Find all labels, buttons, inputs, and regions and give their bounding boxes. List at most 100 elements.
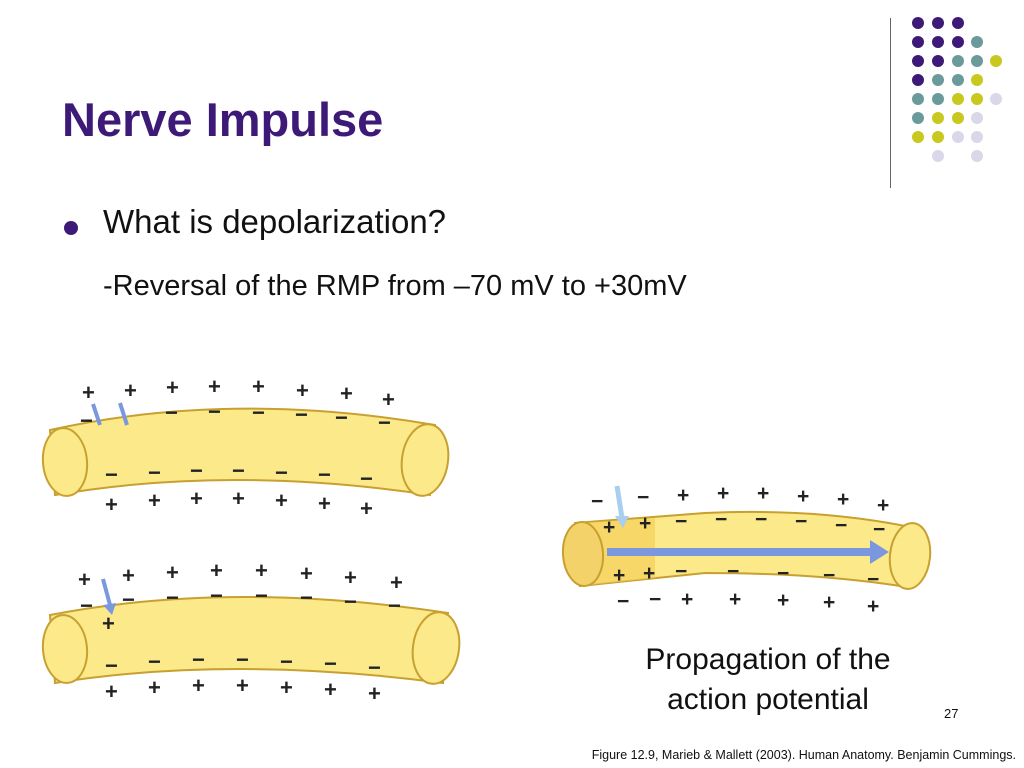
plus-sign: +: [390, 570, 403, 595]
minus-sign: −: [192, 647, 205, 672]
minus-sign: −: [715, 508, 727, 531]
plus-sign: +: [681, 588, 693, 611]
minus-sign: −: [867, 568, 879, 591]
decorative-dot-grid: [912, 17, 1002, 162]
minus-sign: −: [335, 405, 348, 430]
minus-sign: −: [255, 583, 268, 608]
minus-sign: −: [190, 458, 203, 483]
minus-sign: −: [378, 410, 391, 435]
plus-sign: +: [192, 673, 205, 698]
plus-sign: +: [613, 564, 625, 587]
caption-line-2: action potential: [667, 683, 869, 716]
plus-sign: +: [643, 562, 655, 585]
minus-sign: −: [80, 593, 93, 618]
plus-sign: +: [877, 494, 889, 517]
plus-sign: +: [82, 380, 95, 405]
minus-sign: −: [755, 508, 767, 531]
figure-citation: Figure 12.9, Marieb & Mallett (2003). Hu…: [591, 748, 1016, 762]
minus-sign: −: [835, 514, 847, 537]
plus-sign: +: [603, 516, 615, 539]
minus-sign: −: [210, 583, 223, 608]
plus-sign: +: [275, 488, 288, 513]
axon-diagram-resting: + + + + + + + + − − − − − − − − − − − − …: [41, 374, 450, 521]
plus-sign: +: [78, 567, 91, 592]
plus-sign: +: [340, 381, 353, 406]
plus-sign: +: [797, 485, 809, 508]
plus-sign: +: [344, 565, 357, 590]
plus-sign: +: [360, 496, 373, 521]
plus-sign: +: [823, 591, 835, 614]
plus-sign: +: [105, 679, 118, 704]
minus-sign: −: [675, 510, 687, 533]
plus-sign: +: [166, 375, 179, 400]
minus-sign: −: [637, 486, 649, 509]
bullet-icon: [64, 221, 78, 235]
plus-sign: +: [148, 488, 161, 513]
diagram-caption: Propagation of the action potential: [603, 640, 933, 720]
plus-sign: +: [252, 374, 265, 399]
minus-sign: −: [368, 655, 381, 680]
plus-sign: +: [124, 378, 137, 403]
bullet-question: What is depolarization?: [103, 203, 447, 240]
plus-sign: +: [324, 677, 337, 702]
axon-diagram-propagation: − − + + + + + + + + − − − − − − + + − − …: [561, 482, 932, 618]
minus-sign: −: [148, 649, 161, 674]
minus-sign: −: [148, 460, 161, 485]
plus-sign: +: [105, 492, 118, 517]
plus-sign: +: [102, 611, 115, 636]
minus-sign: −: [275, 460, 288, 485]
plus-sign: +: [236, 673, 249, 698]
plus-sign: +: [639, 512, 651, 535]
minus-sign: −: [318, 462, 331, 487]
minus-sign: −: [208, 399, 221, 424]
plus-sign: +: [296, 378, 309, 403]
plus-sign: +: [368, 681, 381, 706]
minus-sign: −: [591, 490, 603, 513]
axon-diagram-depolarizing: + + + + + + + + − − − − − − − − + − − − …: [41, 558, 461, 706]
bullet-answer: -Reversal of the RMP from –70 mV to +30m…: [103, 270, 687, 302]
minus-sign: −: [252, 400, 265, 425]
minus-sign: −: [675, 560, 687, 583]
minus-sign: −: [280, 649, 293, 674]
plus-sign: +: [729, 588, 741, 611]
divider-line: [890, 18, 891, 188]
page-number: 27: [944, 706, 959, 721]
minus-sign: −: [344, 589, 357, 614]
minus-sign: −: [80, 408, 93, 433]
plus-sign: +: [210, 558, 223, 583]
minus-sign: −: [324, 651, 337, 676]
minus-sign: −: [727, 560, 739, 583]
slide-title: Nerve Impulse: [62, 93, 384, 146]
caption-line-1: Propagation of the: [645, 643, 891, 676]
minus-sign: −: [105, 462, 118, 487]
plus-sign: +: [837, 488, 849, 511]
minus-sign: −: [295, 402, 308, 427]
minus-sign: −: [165, 400, 178, 425]
plus-sign: +: [717, 482, 729, 505]
minus-sign: −: [617, 590, 629, 613]
minus-sign: −: [649, 588, 661, 611]
minus-sign: −: [166, 585, 179, 610]
minus-sign: −: [232, 458, 245, 483]
plus-sign: +: [166, 560, 179, 585]
plus-sign: +: [318, 491, 331, 516]
minus-sign: −: [360, 466, 373, 491]
plus-sign: +: [867, 595, 879, 618]
plus-sign: +: [208, 374, 221, 399]
plus-sign: +: [300, 561, 313, 586]
minus-sign: −: [795, 510, 807, 533]
plus-sign: +: [777, 589, 789, 612]
plus-sign: +: [382, 387, 395, 412]
plus-sign: +: [190, 486, 203, 511]
minus-sign: −: [122, 587, 135, 612]
minus-sign: −: [105, 653, 118, 678]
plus-sign: +: [148, 675, 161, 700]
plus-sign: +: [280, 675, 293, 700]
minus-sign: −: [300, 585, 313, 610]
minus-sign: −: [823, 564, 835, 587]
minus-sign: −: [873, 518, 885, 541]
plus-sign: +: [232, 486, 245, 511]
minus-sign: −: [777, 562, 789, 585]
plus-sign: +: [122, 563, 135, 588]
plus-sign: +: [255, 558, 268, 583]
